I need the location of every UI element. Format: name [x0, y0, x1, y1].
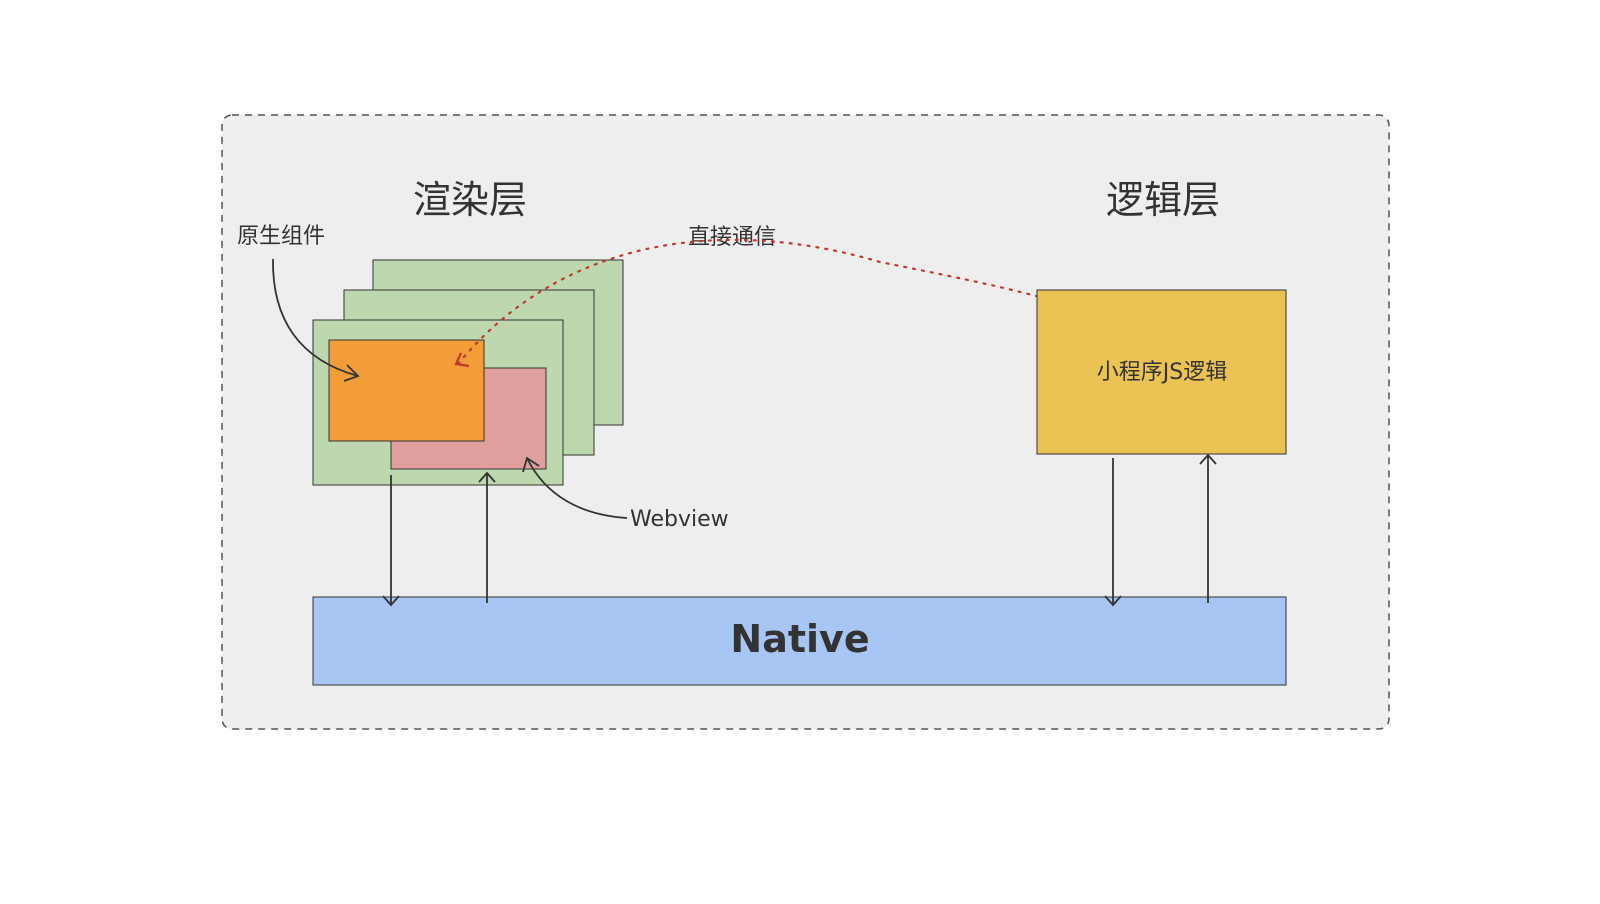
render-to-native-arrowhead [382, 595, 400, 607]
direct-communication-label: 直接通信 [688, 225, 776, 250]
native-bar [312, 596, 1287, 686]
js-logic-box [1036, 289, 1287, 455]
native-component-label: 原生组件 [237, 224, 325, 249]
webview-pointer-arrowhead [522, 456, 540, 473]
logic-layer-title: 逻辑层 [1106, 178, 1220, 222]
render-layer-title: 渲染层 [413, 178, 527, 222]
webview-pointer-arrow [526, 457, 628, 519]
webview-label: Webview [630, 507, 729, 532]
native-to-render-arrowhead [478, 471, 496, 483]
native-component-pointer-arrowhead [343, 364, 360, 382]
logic-to-native-arrowhead [1104, 595, 1122, 607]
direct-communication-arrow [456, 238, 1074, 366]
native-component-pointer-arrow [272, 258, 359, 377]
direct-communication-arrowhead-left [454, 352, 470, 368]
js-logic-label: 小程序JS逻辑 [1097, 360, 1227, 385]
native-label: Native [730, 617, 869, 661]
native-to-logic-arrowhead [1199, 453, 1217, 465]
